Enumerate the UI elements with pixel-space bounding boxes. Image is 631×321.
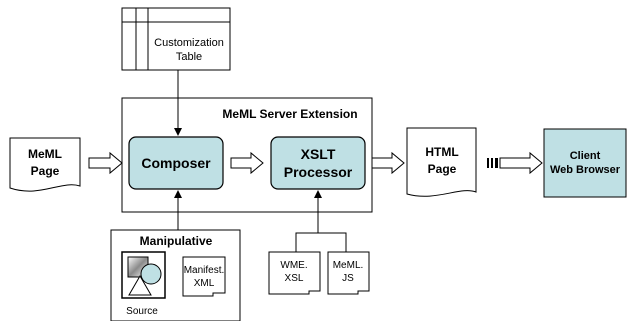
wme-xsl-label-1: WME. bbox=[280, 260, 307, 271]
manipulative-title: Manipulative bbox=[140, 234, 213, 248]
composer-box: Composer bbox=[128, 136, 224, 190]
meml-js-document: MeML. JS bbox=[327, 251, 370, 295]
wme-xsl-label-2: XSL bbox=[285, 273, 304, 284]
customization-table-label-2: Table bbox=[176, 51, 202, 63]
xslt-label-1: XSLT bbox=[301, 146, 336, 162]
client-label-1: Client bbox=[570, 150, 601, 162]
manifest-xml-document: Manifest. XML bbox=[182, 256, 226, 297]
meml-js-label-1: MeML. bbox=[333, 260, 364, 271]
arrow-xslt-to-html bbox=[371, 151, 405, 175]
xslt-processor-box: XSLT Processor bbox=[270, 136, 366, 190]
html-page-label-1: HTML bbox=[425, 145, 458, 159]
html-page-document: HTML Page bbox=[406, 127, 477, 197]
files-connector bbox=[295, 232, 347, 252]
source-label: Source bbox=[126, 306, 158, 317]
wme-xsl-document: WME. XSL bbox=[268, 251, 321, 295]
customization-table-label-1: Customization bbox=[154, 37, 224, 49]
arrow-composer-to-xslt bbox=[230, 151, 264, 175]
manifest-label-2: XML bbox=[194, 278, 215, 289]
xslt-label-2: Processor bbox=[284, 164, 353, 180]
customization-table: Customization Table bbox=[121, 7, 231, 71]
manifest-label-1: Manifest. bbox=[184, 265, 225, 276]
manipulative-box: Manipulative Source Manifest. XML bbox=[110, 229, 241, 321]
composer-label: Composer bbox=[141, 155, 211, 171]
server-extension-box: MeML Server Extension bbox=[121, 97, 373, 213]
meml-js-label-2: JS bbox=[342, 273, 354, 284]
client-label-2: Web Browser bbox=[550, 164, 621, 176]
source-image-icon bbox=[121, 251, 166, 299]
html-page-label-2: Page bbox=[428, 162, 457, 176]
meml-page-label-1: MeML bbox=[28, 147, 62, 161]
arrow-html-to-client bbox=[487, 151, 543, 175]
meml-page-document: MeML Page bbox=[9, 137, 81, 192]
client-web-browser-box: Client Web Browser bbox=[543, 128, 627, 198]
meml-page-label-2: Page bbox=[31, 164, 60, 178]
arrow-meml-to-composer bbox=[88, 151, 123, 175]
server-extension-title: MeML Server Extension bbox=[222, 107, 357, 121]
